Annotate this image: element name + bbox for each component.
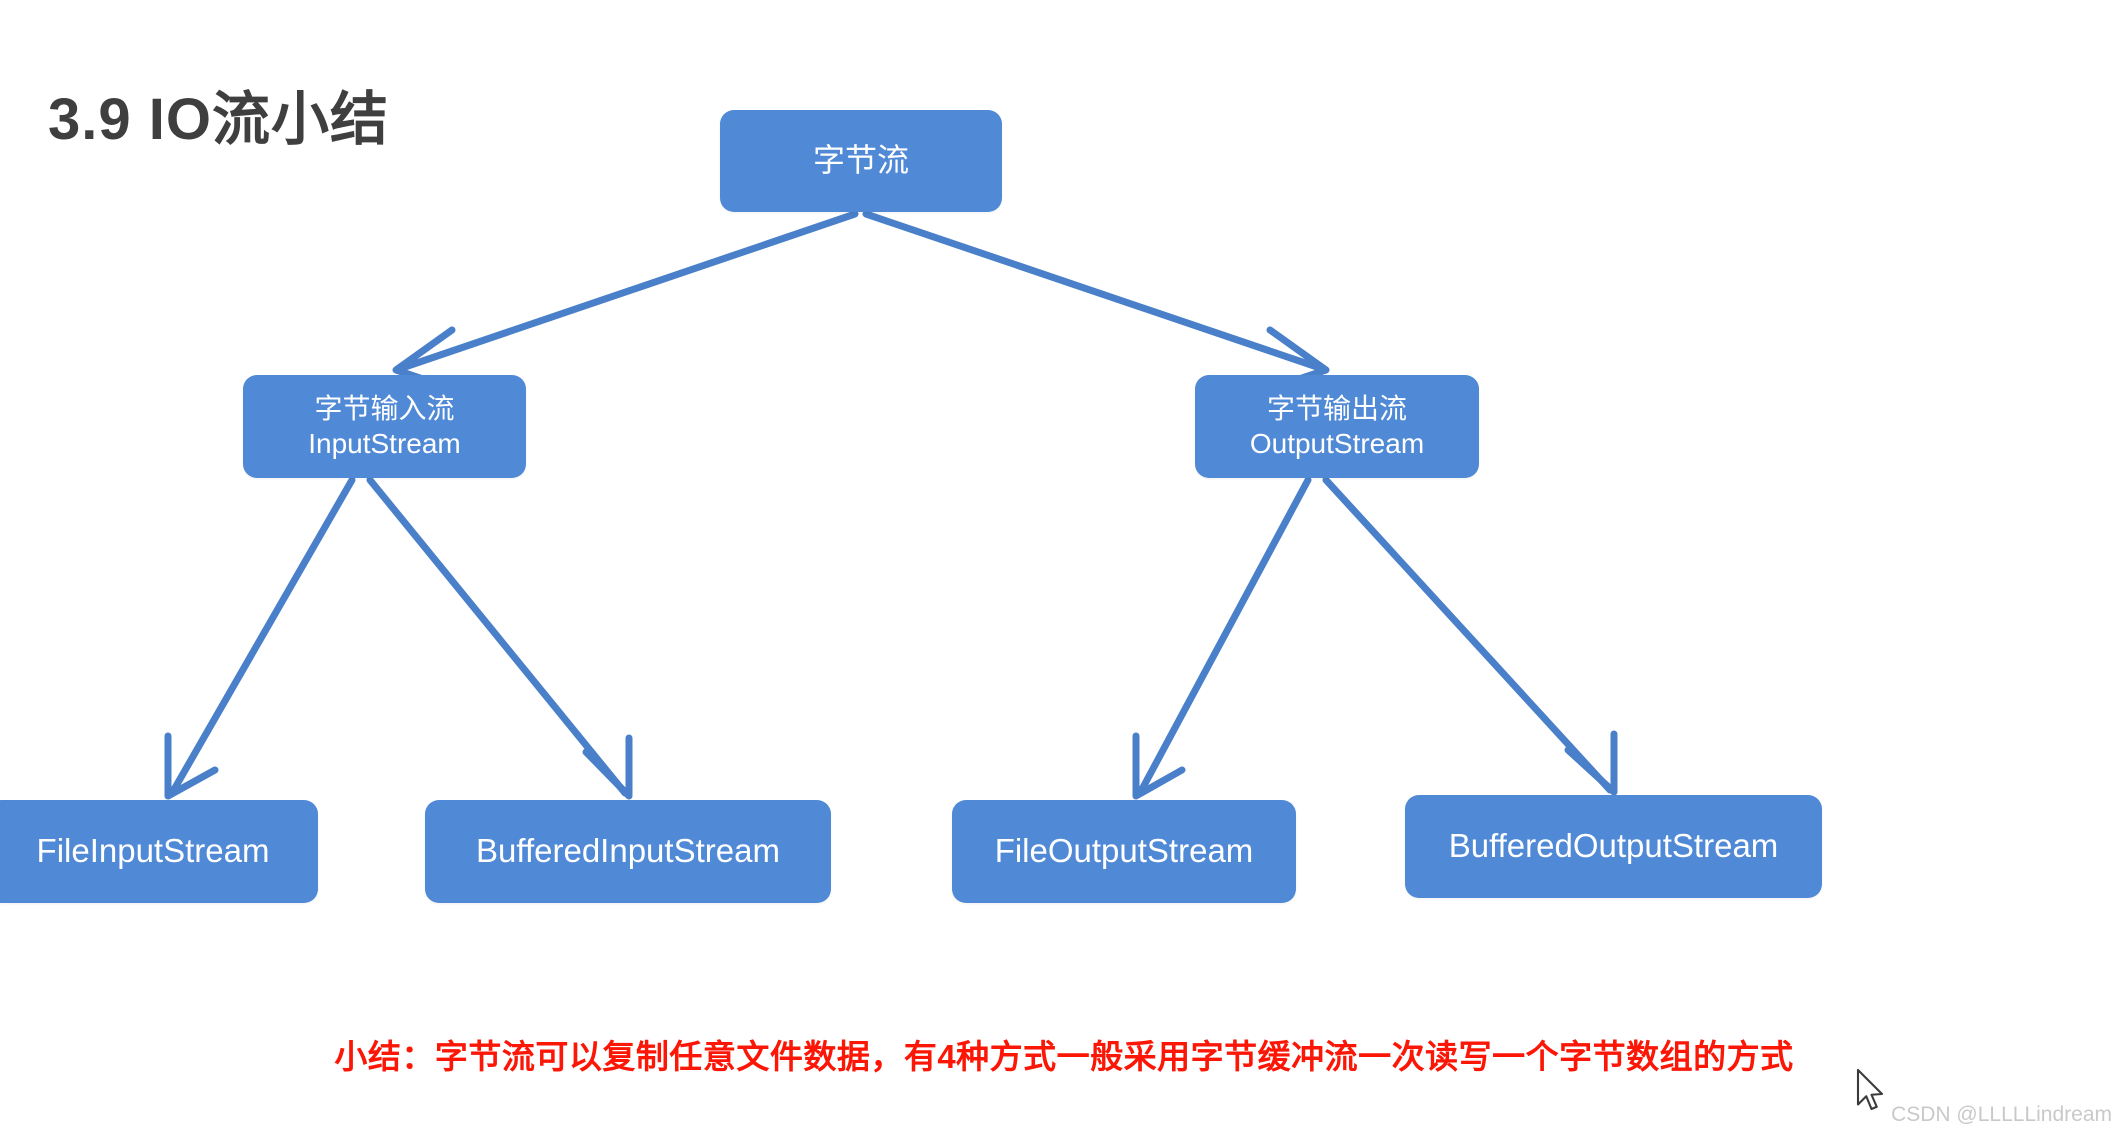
arrowhead-input-to-bis [582, 734, 633, 800]
node-file-output-stream[interactable]: FileOutputStream [952, 800, 1296, 903]
edge-output-to-fos [1136, 476, 1312, 797]
node-output-stream-label-en: OutputStream [1249, 427, 1425, 459]
node-file-output-stream-label: FileOutputStream [994, 832, 1254, 870]
node-buffered-input-stream-label: BufferedInputStream [476, 832, 780, 870]
node-byte-stream-label: 字节流 [812, 142, 909, 179]
arrowhead-output-to-fos [1132, 732, 1186, 800]
node-input-stream[interactable]: 字节输入流 InputStream [243, 375, 526, 478]
node-buffered-output-stream[interactable]: BufferedOutputStream [1405, 795, 1822, 898]
node-file-input-stream-label: FileInputStream [36, 832, 270, 870]
node-file-input-stream[interactable]: FileInputStream [0, 800, 318, 903]
watermark: CSDN @LLLLLindream [1891, 1103, 2112, 1126]
page-title: 3.9 IO流小结 [48, 87, 389, 152]
node-input-stream-label-en: InputStream [308, 427, 461, 459]
arrowhead-output-to-bos [1564, 730, 1618, 796]
summary-text: 小结：字节流可以复制任意文件数据，有4种方式一般采用字节缓冲流一次读写一个字节数… [334, 1038, 1794, 1075]
node-buffered-output-stream-label: BufferedOutputStream [1448, 827, 1779, 865]
mouse-pointer-icon [1856, 1068, 1884, 1111]
node-output-stream[interactable]: 字节输出流 OutputStream [1195, 375, 1479, 478]
edge-root-to-output [862, 210, 1324, 372]
edge-input-to-bis [366, 476, 629, 797]
arrowhead-input-to-fis [164, 732, 219, 800]
node-byte-stream[interactable]: 字节流 [720, 110, 1002, 212]
node-output-stream-label-cn: 字节输出流 [1266, 393, 1407, 425]
edge-input-to-fis [168, 476, 356, 797]
node-buffered-input-stream[interactable]: BufferedInputStream [425, 800, 831, 903]
edge-output-to-bos [1322, 476, 1614, 794]
edge-root-to-input [398, 210, 859, 372]
node-input-stream-label-cn: 字节输入流 [314, 393, 455, 425]
